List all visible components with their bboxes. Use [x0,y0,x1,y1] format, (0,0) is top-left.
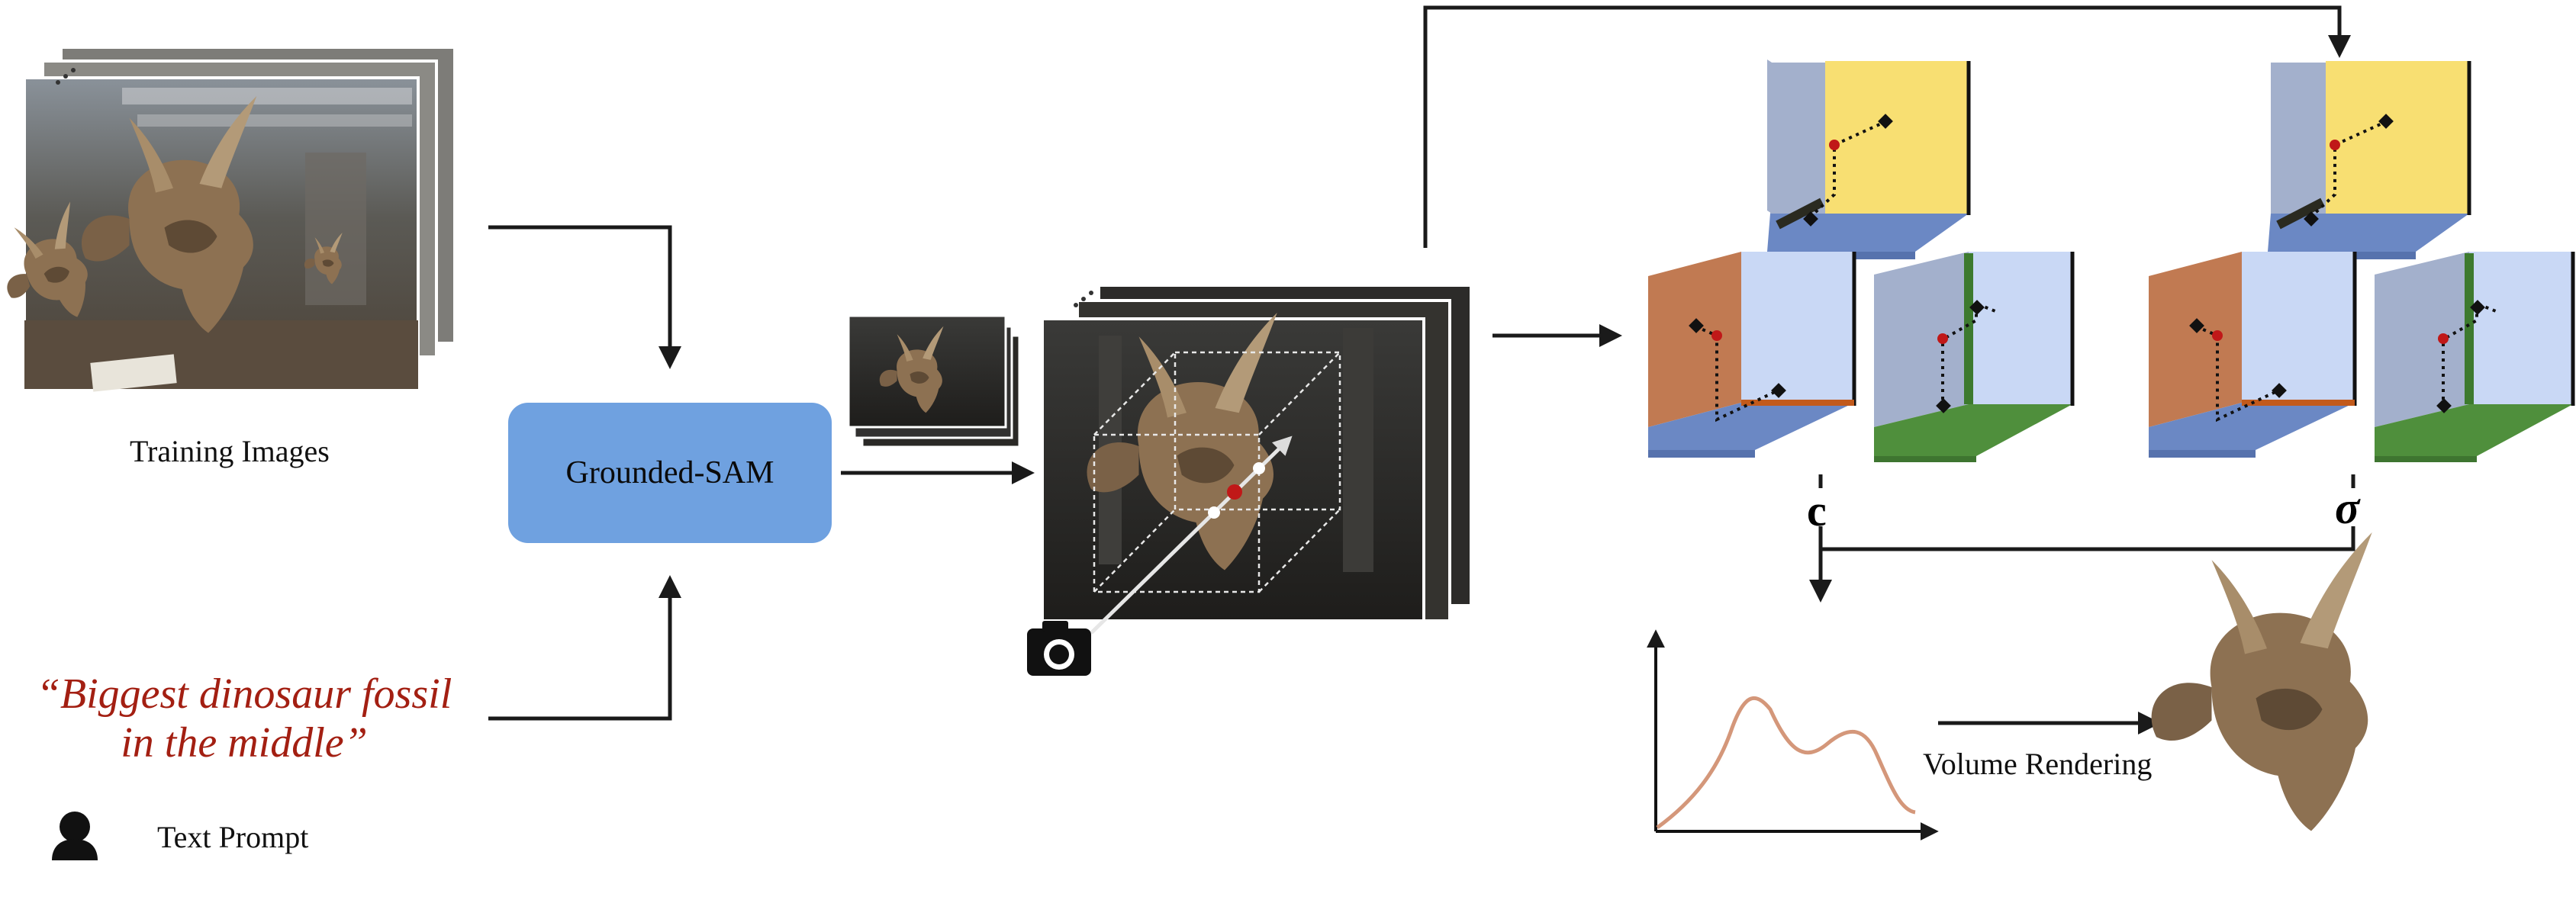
color-symbol: c [1807,486,1827,535]
training-images-caption: Training Images [130,434,330,468]
camera-ray [1090,436,1293,635]
text-prompt-caption: Text Prompt [157,820,309,854]
grounded-sam-box: Grounded-SAM [508,403,832,543]
arrow-images-to-sam [488,225,681,369]
density-grid-group [2149,61,2575,462]
prompt-line-1: “Biggest dinosaur fossil [36,670,452,718]
training-images-stack [0,46,456,392]
density-curve [1656,696,1916,830]
prompt-line-2: in the middle” [121,719,368,767]
grid-cube-xy [2268,61,2471,259]
user-icon [52,812,98,860]
grid-cube-xz [1648,252,1856,458]
text-prompt-quote: “Biggest dinosaur fossil in the middle” [23,670,465,767]
density-plot [1647,629,1939,841]
arrow-merge-to-rendering [1809,474,2355,603]
training-image [0,76,420,392]
color-grid-group [1648,59,2075,462]
scene-image-stack [1041,284,1473,635]
rendered-fossil [2151,532,2372,831]
grid-cube-xy [1767,59,1971,259]
volume-rendering-caption: Volume Rendering [1923,747,2153,781]
arrow-top-loop [1423,5,2351,248]
grid-cube-xz [2149,252,2357,458]
arrow-prompt-to-sam [488,575,681,721]
grounded-sam-label: Grounded-SAM [565,455,774,490]
density-symbol: σ [2335,483,2360,533]
object-bounding-box [1093,351,1341,593]
camera-icon [1027,621,1091,676]
grid-cube-yz [1874,252,2075,462]
segmented-images-stack [847,314,1021,448]
grid-cube-yz [2375,252,2575,462]
